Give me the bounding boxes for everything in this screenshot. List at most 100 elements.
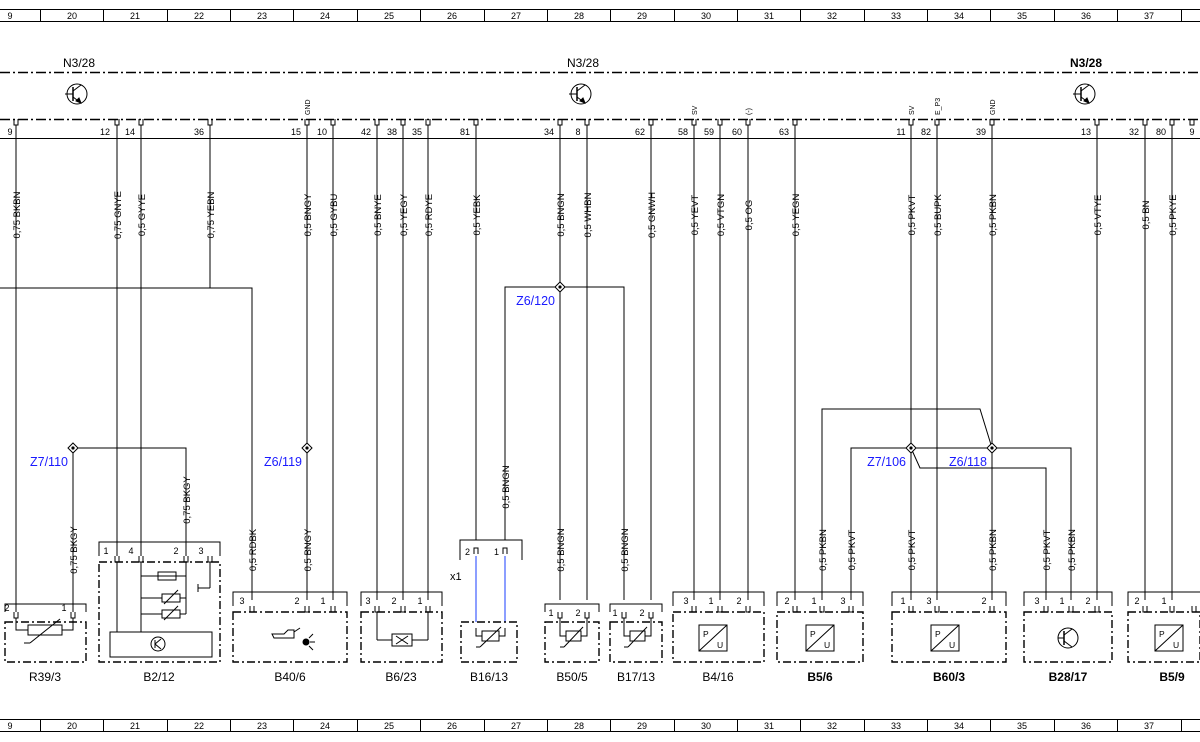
ruler-number: 30 bbox=[701, 11, 711, 21]
bottom-ruler-numbers: 9 20 21 22 23 24 25 26 27 28 29 30 31 32… bbox=[7, 721, 1154, 731]
component-pin-numbers: 2 1 1 4 2 3 3 2 1 3 2 1 1 2 1 2 3 1 2 2 … bbox=[4, 546, 1166, 618]
pin-tag: SV bbox=[909, 105, 916, 115]
pin-number: 10 bbox=[317, 127, 327, 137]
ruler-number: 22 bbox=[194, 721, 204, 731]
top-ruler-frame bbox=[0, 9, 1200, 22]
wire-label: 0,5 PKBN bbox=[1067, 529, 1078, 571]
pressure-sensor-icon bbox=[930, 624, 960, 652]
component-connector-headers bbox=[4, 541, 1200, 612]
pin-number: 3 bbox=[239, 596, 244, 606]
pin-number: 11 bbox=[896, 127, 905, 137]
ruler-number: 24 bbox=[320, 11, 330, 21]
pin-number: 2 bbox=[784, 596, 789, 606]
symbol-letter: U bbox=[717, 640, 723, 650]
pin-number: 1 bbox=[900, 596, 905, 606]
wire-label: 0,5 PKBN bbox=[988, 194, 999, 236]
control-unit-labels: N3/28 N3/28 N3/28 bbox=[63, 56, 1102, 70]
pin-tag: E_P3 bbox=[935, 98, 942, 115]
wire-label: 0,5 BUPK bbox=[933, 193, 944, 235]
symbol-letter: P bbox=[703, 629, 709, 639]
transistor-icon bbox=[569, 83, 592, 105]
symbol-letter: P bbox=[935, 629, 941, 639]
pin-number: 2 bbox=[465, 547, 470, 557]
pin-number: 1 bbox=[494, 547, 499, 557]
wire-label: 0,5 PKBN bbox=[818, 529, 829, 571]
pin-number: 80 bbox=[1156, 127, 1166, 137]
pressure-sensor-letters: P U P U P U P U bbox=[703, 629, 1179, 650]
ruler-number: 25 bbox=[384, 721, 394, 731]
ruler-number: 20 bbox=[67, 11, 77, 21]
wire-label: 0,5 PKVT bbox=[1042, 529, 1053, 570]
pin-number: 2 bbox=[1085, 596, 1090, 606]
wire-label: 0,5 PKVT bbox=[907, 194, 918, 235]
control-unit-outline bbox=[0, 71, 1200, 139]
thermistor-icon bbox=[624, 626, 648, 648]
oil-level-sensor-icon bbox=[271, 627, 315, 651]
pin-number: 32 bbox=[1129, 127, 1139, 137]
pin-number: 14 bbox=[125, 127, 135, 137]
wire-label: 0,5 BNGN bbox=[501, 465, 512, 508]
pin-number: 58 bbox=[678, 127, 688, 137]
pin-number: 2 bbox=[575, 608, 580, 618]
wire-label: 0,5 YEGY bbox=[399, 193, 410, 236]
ruler-number: 23 bbox=[257, 11, 267, 21]
wire-label: 0,5 RDYE bbox=[424, 194, 435, 236]
component-label: B16/13 bbox=[470, 670, 508, 684]
splice-label: Z6/118 bbox=[949, 455, 987, 469]
pin-number: 81 bbox=[460, 127, 470, 137]
control-unit-label: N3/28 bbox=[1070, 56, 1102, 70]
ruler-number: 20 bbox=[67, 721, 77, 731]
splice-label: Z6/120 bbox=[516, 294, 555, 308]
ruler-number: 32 bbox=[827, 721, 837, 731]
component-label: B6/23 bbox=[385, 670, 417, 684]
component-label: B40/6 bbox=[274, 670, 306, 684]
pin-number: 1 bbox=[1161, 596, 1166, 606]
ruler-number: 26 bbox=[447, 11, 457, 21]
pin-number: 62 bbox=[635, 127, 645, 137]
ruler-number: 21 bbox=[130, 11, 140, 21]
pin-number: 2 bbox=[981, 596, 986, 606]
pin-tag: SV bbox=[692, 105, 699, 115]
wire-label: 0,75 BKGY bbox=[69, 526, 80, 574]
component-labels: R39/3 B2/12 B40/6 B6/23 B16/13 B50/5 B17… bbox=[29, 670, 1185, 684]
ruler-number: 22 bbox=[194, 11, 204, 21]
pin-number: 3 bbox=[365, 596, 370, 606]
wire-label: 0,75 BKBN bbox=[12, 191, 23, 238]
splice-labels: Z7/110 Z6/119 Z6/120 Z7/106 Z6/118 bbox=[30, 294, 987, 469]
ruler-number: 37 bbox=[1144, 11, 1154, 21]
component-label: B4/16 bbox=[702, 670, 734, 684]
thermistor-icon bbox=[560, 626, 584, 648]
pin-number: 1 bbox=[103, 546, 108, 556]
pin-number: 8 bbox=[575, 127, 580, 137]
connector-x1-text: x1 2 1 bbox=[450, 547, 499, 583]
ruler-number: 31 bbox=[764, 11, 774, 21]
transistor-icon bbox=[1057, 627, 1079, 649]
pin-number: 1 bbox=[61, 603, 66, 613]
ruler-number: 24 bbox=[320, 721, 330, 731]
wire-label: 0,5 PKBN bbox=[988, 529, 999, 571]
ruler-number: 35 bbox=[1017, 11, 1027, 21]
symbol-letter: U bbox=[1173, 640, 1179, 650]
ruler-number: 25 bbox=[384, 11, 394, 21]
ruler-number: 27 bbox=[511, 721, 521, 731]
ruler-number: 30 bbox=[701, 721, 711, 731]
transistor-icon bbox=[1073, 83, 1096, 105]
pressure-sensor-icon bbox=[1154, 624, 1184, 652]
component-label: B50/5 bbox=[556, 670, 588, 684]
splice-label: Z6/119 bbox=[264, 455, 302, 469]
wire-label: 0,75 GNYE bbox=[113, 191, 124, 239]
pin-number: 1 bbox=[548, 608, 553, 618]
splice-dots bbox=[71, 285, 994, 450]
component-label: B17/13 bbox=[617, 670, 655, 684]
wire-label: 0,75 YEBN bbox=[206, 191, 217, 238]
wire-labels: 0,75 BKBN 0,75 GNYE 0,5 GYYE 0,75 YEBN 0… bbox=[12, 191, 1179, 239]
control-unit-label: N3/28 bbox=[567, 56, 599, 70]
ruler-number: 31 bbox=[764, 721, 774, 731]
symbol-letter: U bbox=[949, 640, 955, 650]
pin-number: 3 bbox=[1034, 596, 1039, 606]
pin-number: 34 bbox=[544, 127, 554, 137]
ruler-number: 29 bbox=[637, 11, 647, 21]
ruler-number: 9 bbox=[7, 721, 12, 731]
lower-wire-labels: 0,75 BKGY 0,75 BKGY 0,5 RDBK 0,5 BNGY 0,… bbox=[69, 465, 1078, 574]
pin-number: 1 bbox=[708, 596, 713, 606]
